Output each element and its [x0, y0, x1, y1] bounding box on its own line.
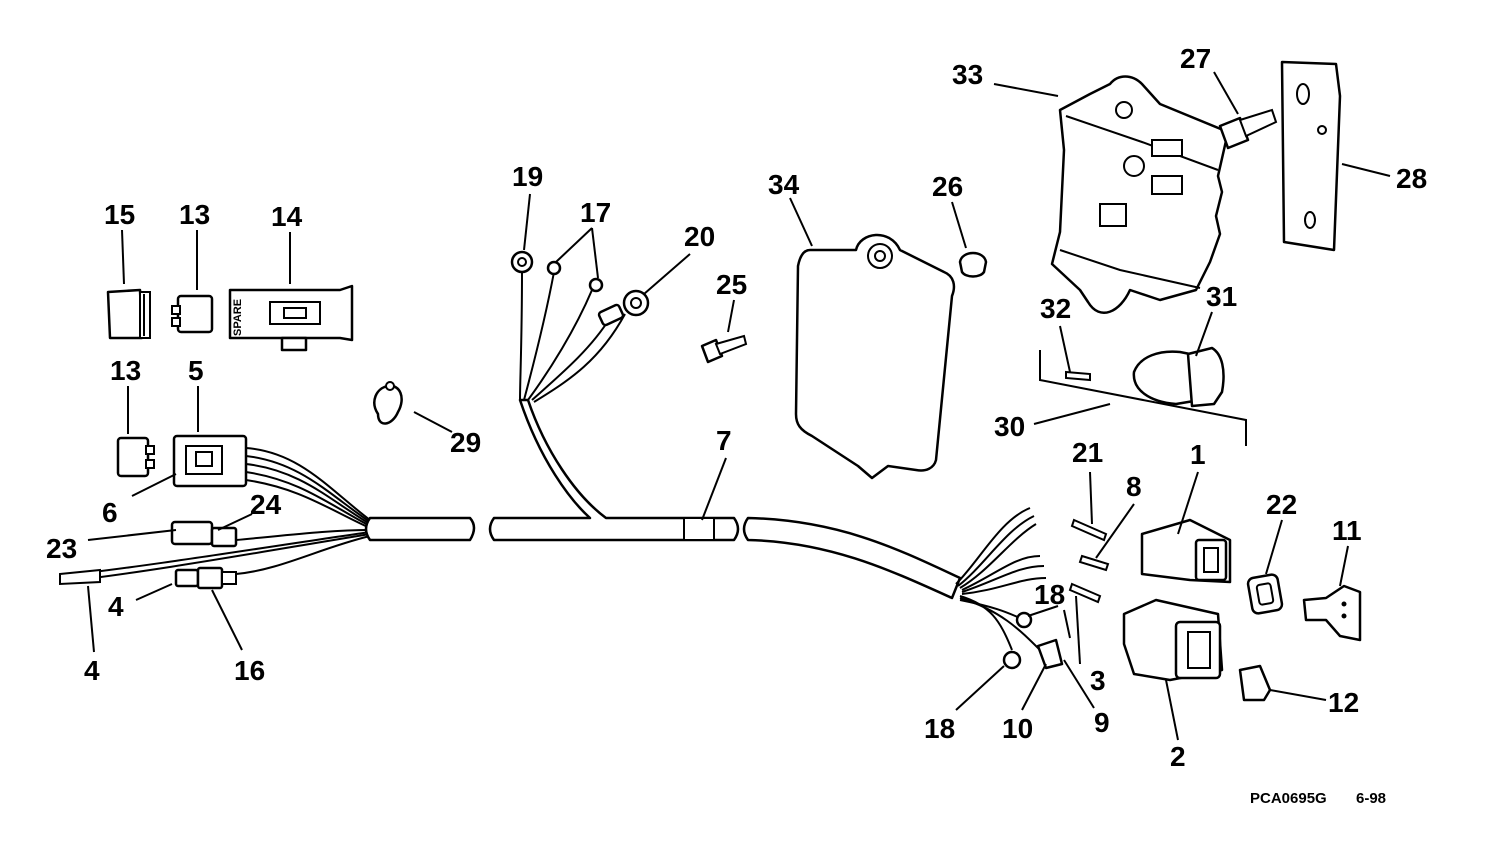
ring-terminal-17a — [546, 260, 562, 276]
callout-12: 12 — [1328, 687, 1359, 718]
figure-date: 6-98 — [1356, 790, 1386, 807]
callout-9: 9 — [1094, 707, 1110, 738]
callout-34: 34 — [768, 169, 800, 200]
figure-code: PCA0695G — [1250, 790, 1327, 807]
terminal-10 — [1036, 638, 1064, 670]
callout-8: 8 — [1126, 471, 1142, 502]
callout-13-upper: 13 — [179, 199, 210, 230]
callout-14: 14 — [271, 201, 303, 232]
callout-11: 11 — [1332, 515, 1362, 546]
callout-3: 3 — [1090, 665, 1106, 696]
callout-32: 32 — [1040, 293, 1071, 324]
callout-20: 20 — [684, 221, 715, 252]
callout-21: 21 — [1072, 437, 1103, 468]
callout-18-lower: 18 — [924, 713, 955, 744]
callout-4-lower: 4 — [84, 655, 100, 686]
callout-18-upper: 18 — [1034, 579, 1065, 610]
pin-21 — [1070, 518, 1108, 542]
pin-32 — [1065, 370, 1091, 382]
callout-27: 27 — [1180, 43, 1211, 74]
pin-3 — [1068, 582, 1102, 604]
callout-4-upper: 4 — [108, 591, 124, 622]
ring-terminal-18a — [1002, 650, 1022, 670]
clamp-29 — [373, 381, 403, 425]
callout-25: 25 — [716, 269, 747, 300]
ring-terminal-20 — [597, 289, 650, 327]
fuse-small — [171, 294, 214, 334]
callout-33: 33 — [952, 59, 983, 90]
bracket-33 — [1050, 75, 1230, 314]
fuse-holder-lower — [172, 434, 248, 488]
callout-31: 31 — [1206, 281, 1237, 312]
harness-right-wires — [955, 507, 1047, 651]
bolt-27 — [1218, 108, 1278, 150]
connector-1 — [1140, 518, 1232, 584]
callout-23: 23 — [46, 533, 77, 564]
callout-16: 16 — [234, 655, 265, 686]
callout-22: 22 — [1266, 489, 1297, 520]
callout-30: 30 — [994, 411, 1025, 442]
pin-8 — [1078, 554, 1110, 572]
kit-bracket-30 — [1039, 350, 1247, 446]
callout-2: 2 — [1170, 741, 1186, 772]
fuse-lower — [116, 436, 155, 478]
module-34 — [794, 233, 956, 480]
callout-5: 5 — [188, 355, 204, 386]
callout-26: 26 — [932, 171, 963, 202]
plate-28 — [1280, 60, 1342, 252]
wire-end-4 — [59, 568, 101, 586]
connector-2 — [1122, 598, 1224, 682]
seal-22 — [1246, 573, 1284, 615]
fuse-holder-label: SPARE — [232, 299, 244, 336]
bullet-connector-16 — [174, 566, 237, 590]
callout-13-lower: 13 — [110, 355, 141, 386]
main-harness — [364, 398, 962, 600]
wedge-11 — [1302, 584, 1362, 642]
ring-terminal-17b — [588, 277, 604, 293]
ring-terminal-19 — [510, 250, 534, 274]
callout-6: 6 — [102, 497, 118, 528]
callout-17: 17 — [580, 197, 611, 228]
wedge-12 — [1238, 664, 1272, 702]
connector-31 — [1132, 346, 1225, 408]
ring-terminal-18b — [1015, 611, 1033, 629]
callout-1: 1 — [1190, 439, 1206, 470]
leader-lines — [87, 71, 1391, 741]
callout-29: 29 — [450, 427, 481, 458]
callout-10: 10 — [1002, 713, 1033, 744]
fuse-holder-cap — [106, 288, 151, 340]
upper-branch-wires — [519, 269, 626, 403]
terminal-23 — [170, 520, 238, 548]
callout-labels: 15 13 14 13 5 6 23 24 4 4 16 19 17 20 25… — [46, 43, 1427, 772]
callout-7: 7 — [716, 425, 732, 456]
plug-26 — [958, 251, 988, 278]
callout-15: 15 — [104, 199, 135, 230]
callout-28: 28 — [1396, 163, 1427, 194]
fuse-holder: SPARE — [228, 284, 354, 352]
screw-25 — [700, 334, 748, 364]
callout-19: 19 — [512, 161, 543, 192]
callout-24: 24 — [250, 489, 282, 520]
